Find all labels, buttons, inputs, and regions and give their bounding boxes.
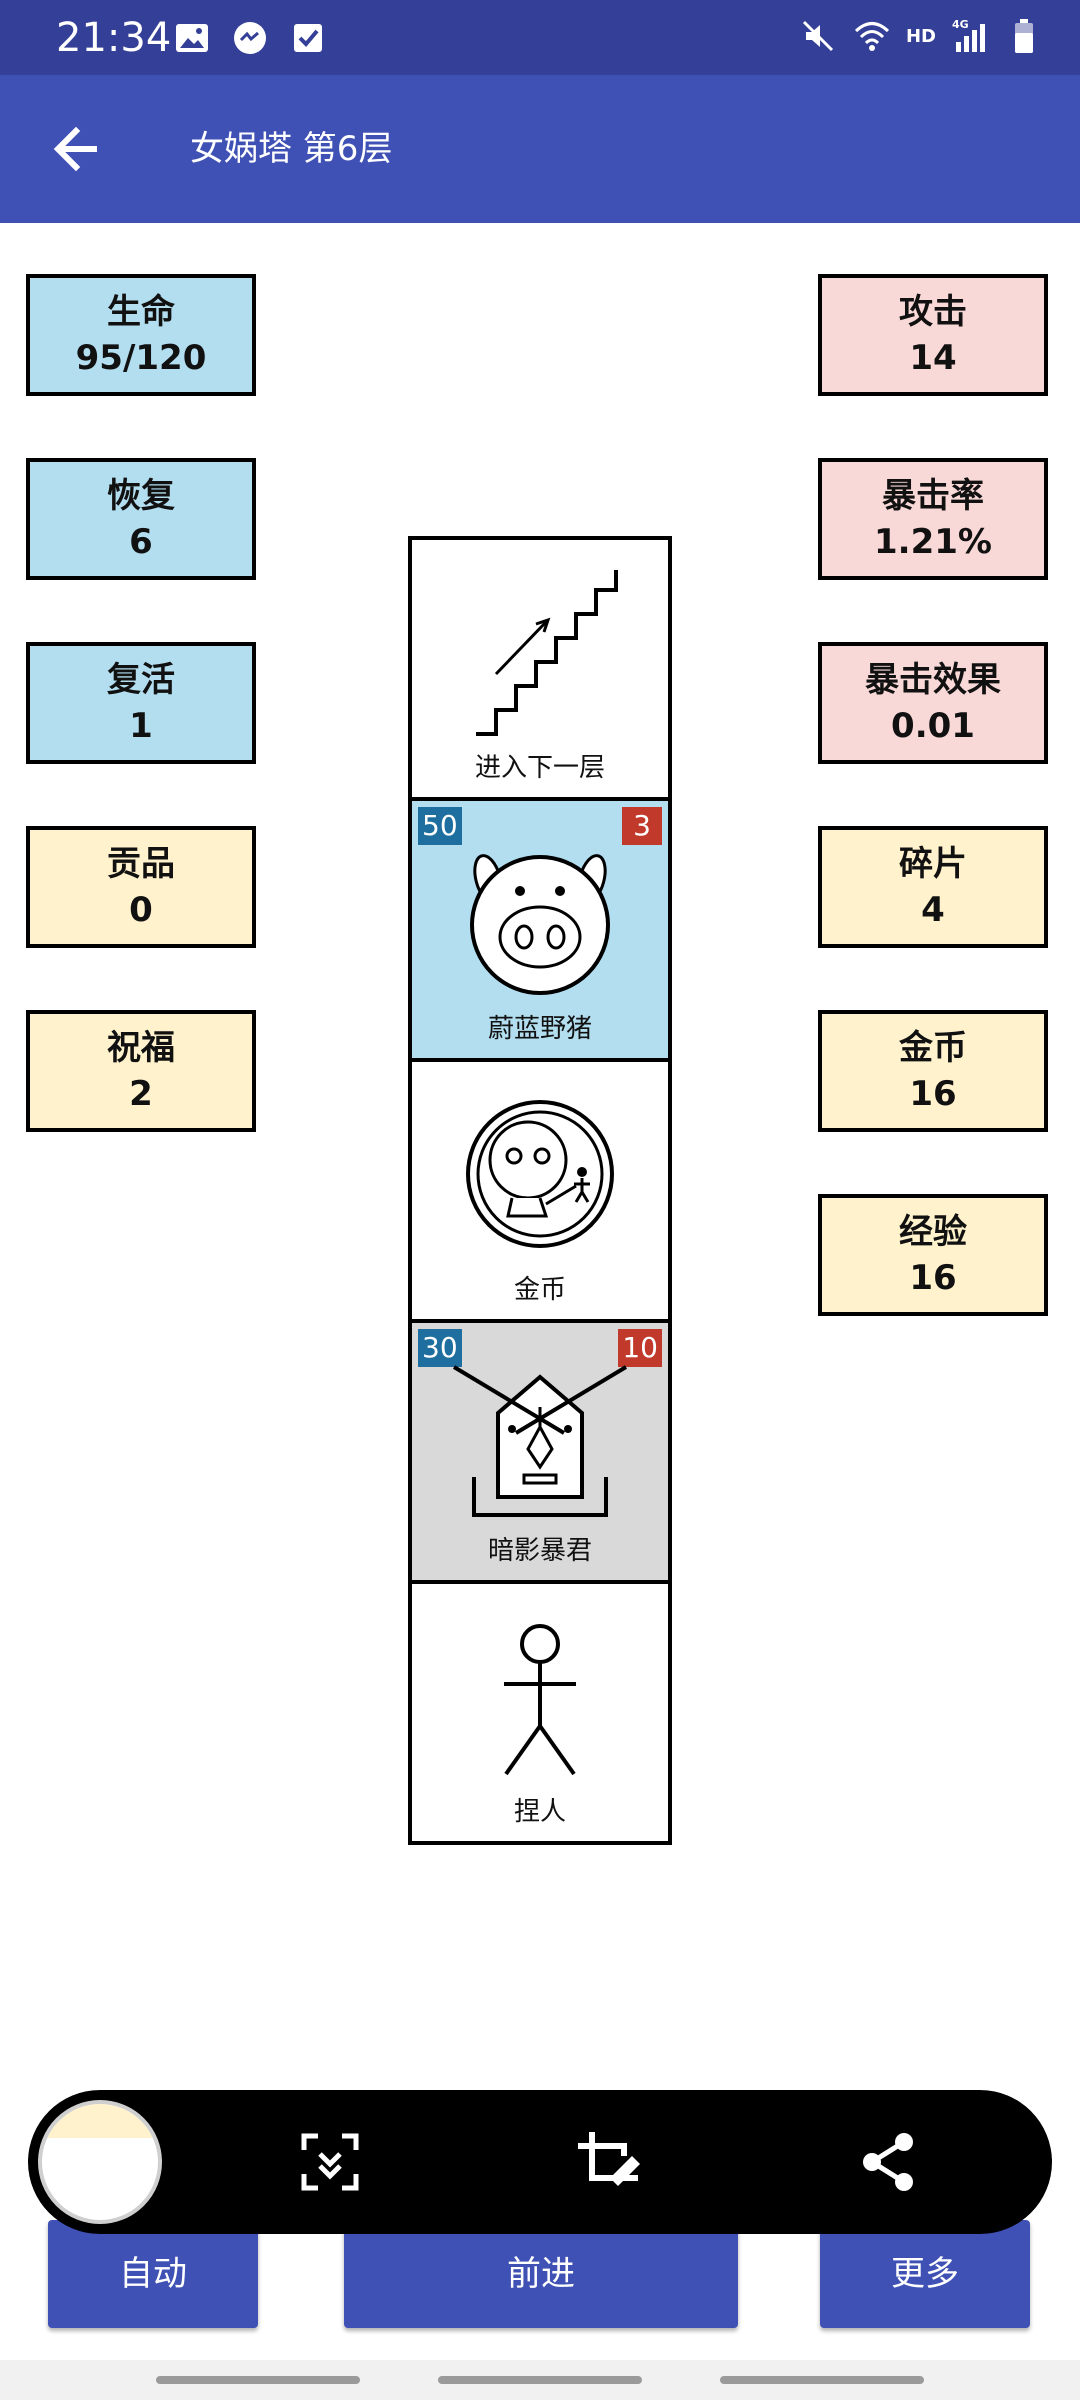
auto-button[interactable]: 自动 bbox=[48, 2220, 258, 2328]
scroll-capture-icon bbox=[301, 2133, 359, 2191]
tower-column: 进入下一层 50 3 蔚蓝野猪 bbox=[408, 536, 672, 1845]
mute-icon bbox=[798, 16, 838, 56]
forward-button[interactable]: 前进 bbox=[344, 2220, 738, 2328]
battery-icon bbox=[1004, 16, 1044, 56]
share-button[interactable] bbox=[852, 2126, 924, 2198]
stat-value: 0.01 bbox=[891, 706, 975, 746]
app-bar: 女娲塔 第6层 bbox=[0, 75, 1080, 223]
stat-label: 暴击率 bbox=[882, 476, 984, 516]
stat-label: 碎片 bbox=[899, 844, 967, 884]
share-icon bbox=[863, 2133, 913, 2191]
crop-edit-icon bbox=[578, 2132, 640, 2186]
wifi-icon bbox=[852, 16, 892, 56]
stat-value: 95/120 bbox=[75, 338, 207, 378]
stat-label: 恢复 bbox=[107, 476, 175, 516]
page-title: 女娲塔 第6层 bbox=[190, 129, 393, 169]
crop-edit-button[interactable] bbox=[572, 2126, 644, 2198]
monster-attack-badge: 3 bbox=[622, 807, 662, 845]
stat-value: 4 bbox=[921, 890, 945, 930]
stat-value: 0 bbox=[129, 890, 153, 930]
stat-value: 1 bbox=[129, 706, 153, 746]
stat-experience: 经验 16 bbox=[818, 1194, 1048, 1316]
back-button[interactable] bbox=[36, 109, 116, 189]
stat-value: 2 bbox=[129, 1074, 153, 1114]
status-bar: 21:34 HD 4G bbox=[0, 0, 1080, 75]
stat-hp: 生命 95/120 bbox=[26, 274, 256, 396]
gallery-icon bbox=[172, 18, 212, 58]
stat-label: 暴击效果 bbox=[865, 660, 1001, 700]
nav-back[interactable] bbox=[720, 2376, 924, 2384]
coin-icon bbox=[466, 1100, 614, 1248]
svg-text:4G: 4G bbox=[952, 18, 969, 31]
monster-hp-badge: 30 bbox=[418, 1329, 462, 1367]
stat-value: 6 bbox=[129, 522, 153, 562]
stat-value: 14 bbox=[909, 338, 957, 378]
tower-cell-coin[interactable]: 金币 bbox=[412, 1058, 668, 1319]
nav-recent-apps[interactable] bbox=[156, 2376, 360, 2384]
cell-label: 蔚蓝野猪 bbox=[487, 1014, 592, 1044]
arrow-left-icon bbox=[53, 126, 97, 172]
stat-label: 祝福 bbox=[107, 1028, 175, 1068]
more-button[interactable]: 更多 bbox=[820, 2220, 1030, 2328]
stat-label: 复活 bbox=[107, 660, 175, 700]
stat-label: 金币 bbox=[899, 1028, 967, 1068]
boar-icon bbox=[470, 854, 610, 995]
thumbnail-preview bbox=[42, 2104, 158, 2138]
system-icons: HD 4G bbox=[798, 16, 1044, 56]
screenshot-thumbnail[interactable] bbox=[38, 2100, 162, 2224]
stat-crit-rate: 暴击率 1.21% bbox=[818, 458, 1048, 580]
cell-label: 进入下一层 bbox=[474, 753, 605, 783]
tower-cell-monster[interactable]: 50 3 蔚蓝野猪 bbox=[412, 797, 668, 1058]
stat-revive: 复活 1 bbox=[26, 642, 256, 764]
tower-cell-monster[interactable]: 30 10 暗影暴君 bbox=[412, 1319, 668, 1580]
cell-label: 金币 bbox=[513, 1275, 566, 1305]
stat-value: 1.21% bbox=[874, 522, 992, 562]
cell-label: 暗影暴君 bbox=[487, 1536, 592, 1566]
stat-value: 16 bbox=[909, 1258, 957, 1298]
status-time: 21:34 bbox=[56, 15, 172, 61]
stat-blessing: 祝福 2 bbox=[26, 1010, 256, 1132]
stat-label: 攻击 bbox=[899, 292, 967, 332]
stick-figure-icon bbox=[504, 1624, 576, 1776]
signal-icon: 4G bbox=[950, 16, 990, 56]
stat-regen: 恢复 6 bbox=[26, 458, 256, 580]
tyrant-icon bbox=[452, 1365, 628, 1517]
tower-cell-stairs[interactable]: 进入下一层 bbox=[412, 540, 668, 797]
navigation-bar bbox=[0, 2360, 1080, 2400]
stat-label: 贡品 bbox=[107, 844, 175, 884]
stat-value: 16 bbox=[909, 1074, 957, 1114]
cell-label: 捏人 bbox=[513, 1797, 566, 1827]
monster-hp-badge: 50 bbox=[418, 807, 462, 845]
notification-icons bbox=[172, 18, 328, 58]
scroll-capture-button[interactable] bbox=[294, 2126, 366, 2198]
tower-cell-player[interactable]: 捏人 bbox=[412, 1580, 668, 1841]
network-type: HD bbox=[905, 25, 936, 47]
checkbox-icon bbox=[288, 18, 328, 58]
stat-attack: 攻击 14 bbox=[818, 274, 1048, 396]
screenshot-toolbar bbox=[28, 2090, 1052, 2234]
messenger-icon bbox=[230, 18, 270, 58]
stat-offering: 贡品 0 bbox=[26, 826, 256, 948]
nav-home[interactable] bbox=[438, 2376, 642, 2384]
stat-label: 生命 bbox=[107, 292, 175, 332]
stat-label: 经验 bbox=[899, 1212, 967, 1252]
stat-crit-effect: 暴击效果 0.01 bbox=[818, 642, 1048, 764]
stairs-icon bbox=[476, 570, 618, 736]
monster-attack-badge: 10 bbox=[618, 1329, 662, 1367]
stat-gold: 金币 16 bbox=[818, 1010, 1048, 1132]
stat-fragments: 碎片 4 bbox=[818, 826, 1048, 948]
